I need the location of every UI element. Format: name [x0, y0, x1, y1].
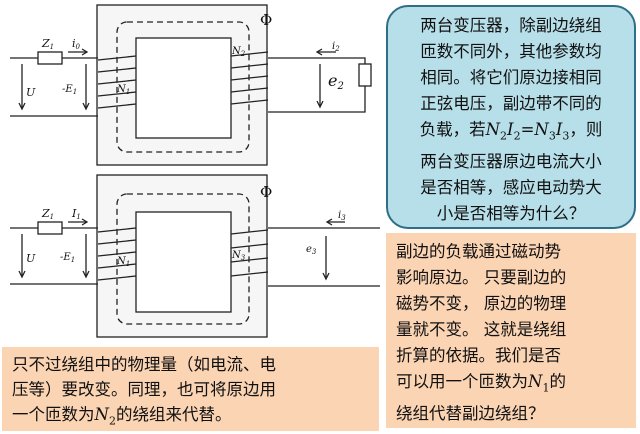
bottom-z-label: Z1 — [41, 207, 54, 221]
question-line: 正弦电压，副边带不同的 — [420, 94, 602, 113]
answer-line: 副边的负载通过磁动势 — [396, 242, 561, 261]
top-primary-coil — [97, 55, 137, 109]
equation: N2I2=N3I3 — [485, 120, 570, 143]
note-callout: 只不过绕组中的物理量（如电流、电 压等）要改变。同理，也可将原边用 一个匝数为N… — [2, 347, 379, 431]
answer-line: 影响原边。 只要副边的 — [396, 268, 567, 287]
top-voltage-label: U — [26, 86, 36, 99]
bottom-primary-label: N1 — [116, 256, 130, 268]
top-primary-wire — [10, 57, 98, 117]
question-callout: 两台变压器，除副边绕组 匝数不同外，其他参数均 相同。将它们原边接相同 正弦电压… — [386, 5, 636, 229]
top-sec-current-label: i2 — [332, 41, 340, 53]
note-line-n2: 一个匝数为N2的绕组来代替。 — [12, 405, 232, 428]
top-core-inner — [135, 37, 232, 139]
top-z-label: Z1 — [41, 37, 54, 51]
bottom-voltage-label: U — [26, 252, 36, 265]
bottom-sec-emf-label: e3 — [306, 244, 317, 256]
bottom-emf-label: -E1 — [60, 252, 75, 264]
bottom-primary-wire — [10, 227, 98, 285]
bottom-transformer — [10, 174, 380, 338]
answer-line: 磁势不变， 原边的物理 — [396, 294, 567, 313]
top-impedance — [37, 51, 63, 65]
top-primary-label: N1 — [116, 84, 130, 96]
bottom-secondary-wire — [268, 227, 380, 287]
question-line: 相同。将它们原边接相同 — [420, 68, 602, 87]
bottom-secondary-label: N3 — [231, 250, 246, 262]
bottom-sec-current-label: i3 — [338, 210, 346, 222]
top-sec-emf-label: e2 — [328, 71, 344, 92]
note-line: 压等）要改变。同理，也可将原边用 — [12, 380, 276, 399]
top-current-label: i0 — [72, 37, 81, 51]
top-secondary-coil — [230, 51, 269, 105]
bottom-impedance — [37, 221, 63, 235]
question-line-equation: 负载，若N2I2=N3I3，则 — [419, 120, 603, 143]
note-line: 只不过绕组中的物理量（如电流、电 — [12, 355, 276, 374]
top-load-resistor — [358, 63, 372, 87]
question-line: 是否相等，感应电动势大 — [420, 178, 602, 198]
answer-line: 绕组代替副边绕组？ — [396, 404, 545, 424]
bottom-secondary-coil — [230, 229, 269, 277]
top-secondary-label: N2 — [231, 46, 246, 58]
question-line: 小是否相等为什么？ — [436, 204, 586, 224]
answer-callout: 副边的负载通过磁动势 影响原边。 只要副边的 磁势不变， 原边的物理 量就不变。… — [386, 233, 636, 428]
question-line: 两台变压器，除副边绕组 — [420, 16, 602, 35]
bottom-flux-label: Φ — [260, 183, 272, 201]
top-transformer — [10, 4, 372, 166]
answer-line: 量就不变。 这就是绕组 — [396, 320, 567, 339]
top-secondary-wire — [268, 57, 366, 113]
answer-line-n1: 可以用一个匝数为N1的 — [396, 372, 566, 395]
bottom-primary-coil — [97, 227, 137, 281]
bottom-flux-path — [116, 193, 250, 325]
bottom-current-label: I1 — [71, 207, 81, 221]
top-flux-path — [116, 21, 250, 153]
top-flux-label: Φ — [260, 11, 272, 29]
top-emf-label: -E1 — [62, 84, 77, 96]
question-line: 匝数不同外，其他参数均 — [420, 42, 602, 61]
transformer-diagram: Z1 i0 U -E1 N1 N2 Φ i2 e2 Z1 I1 U -E1 N1… — [10, 4, 380, 338]
bottom-core-inner — [135, 211, 232, 313]
question-line: 两台变压器原边电流大小 — [420, 152, 602, 172]
answer-line: 折算的依据。我们是否 — [396, 346, 561, 365]
